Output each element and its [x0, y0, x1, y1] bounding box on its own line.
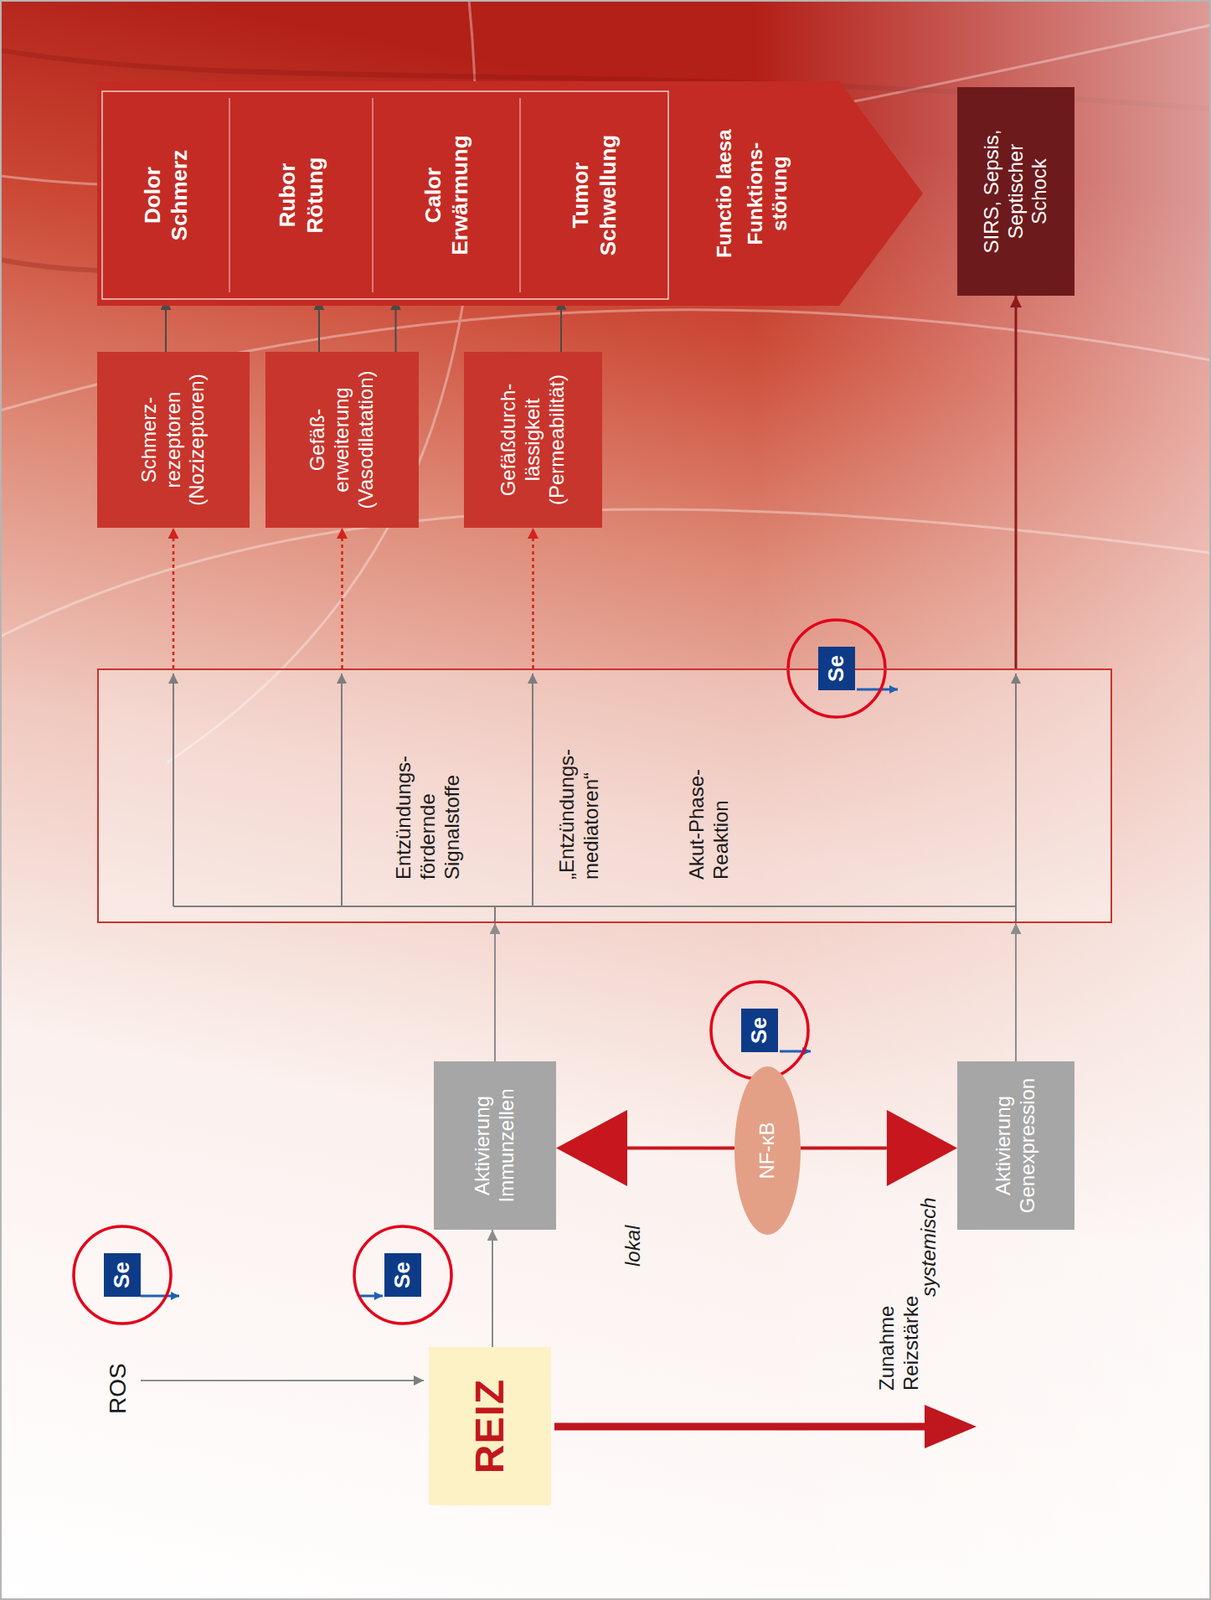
node-text: Dolor: [139, 166, 167, 224]
mediator-bus: [173, 673, 1016, 923]
connector-stem: [627, 1146, 735, 1150]
row-separator: [520, 97, 521, 293]
node-text: Funktions- störung: [743, 126, 793, 261]
node-text: Rubor: [273, 163, 302, 228]
scope-label: systemisch: [917, 1187, 942, 1297]
axis-label: Zunahme Reizstärke: [875, 1264, 924, 1391]
highlight-circle: [73, 619, 886, 1324]
symptom-frame: [102, 91, 669, 299]
connector-line: [1015, 922, 1017, 1062]
connector: [532, 527, 534, 669]
selenium-badge: Se: [384, 1252, 422, 1297]
connector: [492, 1229, 494, 1347]
connector-head: [886, 1109, 958, 1186]
symptom-arrow: Functio laesaFunktions- störung DolorSchm…: [97, 81, 923, 306]
strength-arrowhead: [924, 1404, 977, 1449]
selenium-badge: Se: [103, 1252, 141, 1297]
process-box: Aktivierung Immunzellen: [433, 1061, 557, 1230]
connector: [165, 298, 167, 352]
effect-box: Gefäßdurch- lässigkeit (Permeabilität): [463, 351, 603, 528]
node-text: Aktivierung Genexpression: [991, 1067, 1041, 1223]
connector: [173, 527, 175, 669]
connector: [319, 298, 320, 352]
ellipse-fill: [734, 1066, 801, 1235]
element-symbol: Se: [823, 654, 850, 682]
node-text: Functio laesa: [712, 81, 737, 306]
connector-stem: [800, 1146, 887, 1150]
connector: [561, 298, 562, 352]
node-text: Entzündungs- fördernde Signalstoffe: [391, 711, 464, 880]
selenium-badge: Se: [741, 1008, 779, 1052]
node-text: Gefäßdurch- lässigkeit (Permeabilität): [496, 358, 569, 521]
ros-arrow: [140, 1379, 424, 1382]
connector-line: [395, 298, 397, 352]
node-text: Schmerz: [165, 149, 194, 241]
scope-label: lokal: [621, 1199, 646, 1267]
node-text: Erwärmung: [446, 134, 475, 255]
arrow-fill: [97, 81, 923, 306]
factor-ellipse: NF-κB: [734, 1066, 801, 1235]
symptom-row: TumorSchwellung: [520, 91, 669, 299]
row-separator: [372, 97, 374, 293]
element-symbol: Se: [746, 1016, 773, 1044]
substance-label: ROS: [103, 1346, 133, 1414]
connector: [494, 922, 496, 1062]
connector-line: [491, 1229, 494, 1347]
connector: [800, 1109, 958, 1186]
element-symbol: Se: [389, 1261, 416, 1289]
mediator-group: Entzündungs- fördernde Signalstoffe „Entz…: [97, 668, 1113, 923]
selenium-badge: Se: [818, 646, 856, 691]
node-text: REIZ: [465, 1378, 515, 1474]
connector-line: [1015, 295, 1018, 669]
connector: [1015, 922, 1017, 1062]
process-box: Aktivierung Genexpression: [957, 1061, 1075, 1230]
symptom-row: DolorSchmerz: [102, 91, 230, 299]
connector-line: [531, 527, 535, 669]
selenium-action-line: [140, 689, 898, 1296]
connector: [341, 527, 343, 669]
strength-arrow: [554, 1422, 928, 1431]
node-text: Calor: [419, 167, 448, 223]
node-text: Gefäß- erweiterung (Vasodilatation): [305, 358, 378, 521]
connector-line: [318, 298, 320, 352]
pentagon-outline: [97, 81, 923, 306]
node-text: Aktivierung Immunzellen: [470, 1067, 520, 1223]
node-text: Akut-Phase- Reaktion: [685, 711, 734, 880]
element-symbol: Se: [108, 1261, 135, 1289]
node-text: NF-κB: [755, 1122, 780, 1180]
node-text: SIRS, Sepsis, Septischer Schock: [979, 112, 1052, 271]
symptom-row: CalorErwärmung: [372, 91, 521, 299]
connector: [556, 1109, 735, 1186]
outcome-box: SIRS, Sepsis, Septischer Schock: [957, 87, 1075, 296]
node-text: Rötung: [301, 157, 330, 234]
group-ground: [97, 669, 1112, 923]
connector-line: [560, 298, 562, 352]
connector-line: [494, 922, 496, 1062]
connector-line: [340, 527, 344, 669]
node-text: Schmerz- rezeptoren (Nozizeptoren): [137, 358, 210, 521]
effect-box: Schmerz- rezeptoren (Nozizeptoren): [97, 351, 250, 528]
connector-line: [172, 527, 176, 669]
connector-head: [556, 1109, 628, 1186]
node-text: Tumor: [566, 162, 595, 229]
symptom-row: RuborRötung: [229, 91, 373, 299]
stimulus-box: REIZ: [428, 1346, 552, 1505]
connector: [395, 298, 397, 352]
effect-box: Gefäß- erweiterung (Vasodilatation): [265, 351, 419, 528]
node-text: „Entzündungs- mediatoren“: [555, 711, 604, 880]
node-text: Schwellung: [594, 134, 623, 256]
connector: [1015, 295, 1017, 669]
row-separator: [229, 97, 231, 293]
connector-line: [164, 298, 167, 352]
